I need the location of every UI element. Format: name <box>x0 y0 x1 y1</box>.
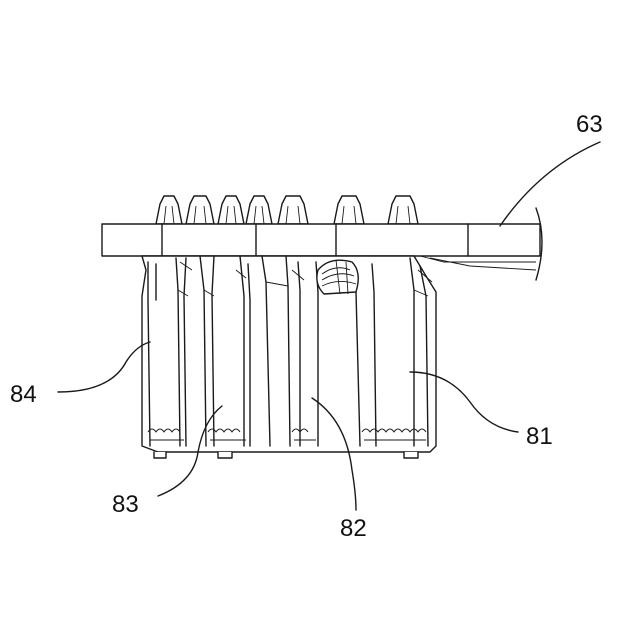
pin-6 <box>334 196 364 224</box>
label-63: 63 <box>576 111 603 138</box>
pin-7 <box>388 196 418 224</box>
pin-5 <box>278 196 308 224</box>
label-82: 82 <box>340 515 367 542</box>
pin-4 <box>246 196 272 224</box>
plate-underside <box>420 256 536 270</box>
leader-84 <box>58 342 150 392</box>
label-84: 84 <box>10 381 37 408</box>
bottom-feet <box>154 452 418 458</box>
plate-body <box>102 224 540 256</box>
crimp-detail <box>317 260 358 294</box>
pin-2 <box>186 196 214 224</box>
top-pins <box>156 196 418 224</box>
pin-3 <box>218 196 244 224</box>
terminal-block <box>142 256 436 458</box>
label-81: 81 <box>526 423 553 450</box>
pin-1 <box>156 196 182 224</box>
leader-63 <box>500 142 600 226</box>
label-83: 83 <box>112 491 139 518</box>
